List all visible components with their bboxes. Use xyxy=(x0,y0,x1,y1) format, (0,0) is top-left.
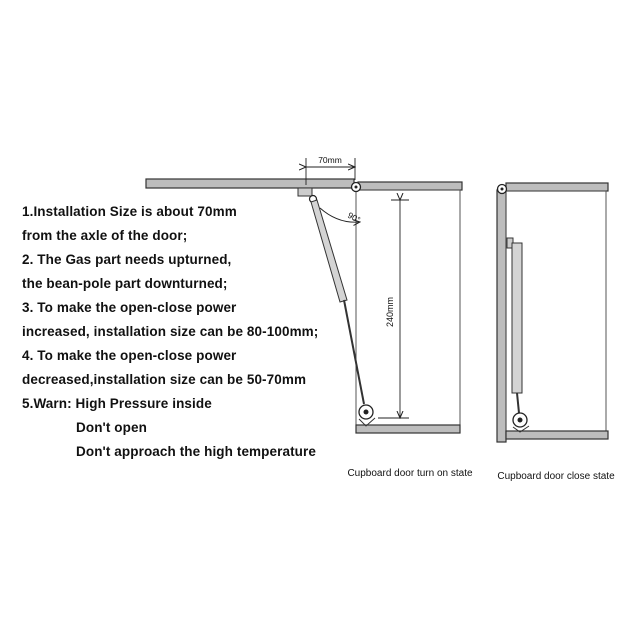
instruction-line: 3. To make the open-close power xyxy=(22,300,237,315)
instruction-line: Don't approach the high temperature xyxy=(76,444,316,459)
instruction-line: from the axle of the door; xyxy=(22,228,188,243)
open-door-panel xyxy=(145,178,355,189)
piston-rod xyxy=(343,299,365,405)
instruction-line: 4. To make the open-close power xyxy=(22,348,237,363)
cabinet-bottom-panel xyxy=(355,424,461,434)
gas-cylinder xyxy=(511,242,523,394)
offset-dimension-label: 70mm xyxy=(318,155,342,165)
cabinet-top-panel xyxy=(505,182,609,192)
angle-arc xyxy=(319,207,360,222)
instruction-line: 2. The Gas part needs upturned, xyxy=(22,252,232,267)
instruction-line: Don't open xyxy=(76,420,147,435)
instructions-list: 1.Installation Size is about 70mm from t… xyxy=(22,200,332,464)
cabinet-bottom-panel xyxy=(505,430,609,440)
angle-label: 90° xyxy=(346,210,362,225)
instruction-line: the bean-pole part downturned; xyxy=(22,276,228,291)
instruction-line: increased, installation size can be 80-1… xyxy=(22,324,319,339)
close-state-caption: Cupboard door close state xyxy=(497,471,615,482)
closed-door-panel xyxy=(496,189,507,443)
instruction-line: decreased,installation size can be 50-70… xyxy=(22,372,307,387)
close-state-drawing: Cupboard door close state xyxy=(496,182,615,482)
gas-cylinder xyxy=(310,199,348,303)
length-dimension-label: 240mm xyxy=(385,297,395,327)
open-state-caption: Cupboard door turn on state xyxy=(347,468,473,479)
open-state-drawing: 70mm 90° 240mm Cupboard door turn on sta… xyxy=(145,155,473,479)
piston-rod xyxy=(516,392,520,414)
instruction-line: 1.Installation Size is about 70mm xyxy=(22,204,237,219)
cabinet-top-panel xyxy=(357,181,463,191)
instruction-line: 5.Warn: High Pressure inside xyxy=(22,396,212,411)
cabinet-side-outline xyxy=(355,189,461,426)
upper-mount-bracket xyxy=(297,187,313,197)
